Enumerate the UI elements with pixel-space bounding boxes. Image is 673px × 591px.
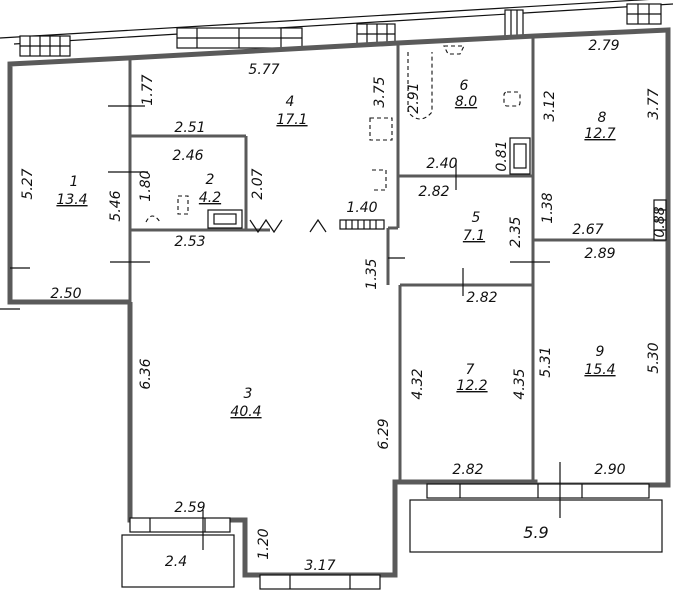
dimension-label: 3.17 bbox=[304, 558, 335, 574]
room-number: 8 bbox=[598, 110, 607, 126]
room-label-4: 4 17.1 bbox=[276, 94, 307, 128]
room-number: 7 bbox=[466, 362, 475, 378]
room-area: 12.7 bbox=[584, 126, 615, 142]
window-top-5 bbox=[626, 3, 662, 25]
room-area: 4.2 bbox=[199, 190, 221, 206]
window-top-1 bbox=[19, 35, 71, 57]
room-number: 1 bbox=[70, 174, 79, 190]
dimension-label: 5.46 bbox=[108, 190, 124, 221]
room-label-5: 5 7.1 bbox=[463, 210, 485, 244]
dimension-label: 1.20 bbox=[256, 528, 272, 559]
room-area: 8.0 bbox=[455, 94, 477, 110]
dimension-label: 1.80 bbox=[138, 170, 154, 201]
room-area: 40.4 bbox=[230, 404, 261, 420]
dimension-label: 2.82 bbox=[418, 184, 449, 200]
dimension-label: 2.40 bbox=[426, 156, 457, 172]
dimension-label: 0.88 bbox=[652, 206, 668, 237]
room-label-2: 2 4.2 bbox=[199, 172, 221, 206]
dimension-label: 4.35 bbox=[512, 368, 528, 399]
dimension-label: 2.46 bbox=[172, 148, 203, 164]
room-label-8: 8 12.7 bbox=[584, 110, 615, 142]
dimension-label: 2.91 bbox=[406, 82, 422, 113]
dimension-label: 6.36 bbox=[138, 358, 154, 389]
dimension-label: 5.77 bbox=[248, 62, 279, 78]
room-label-9: 9 15.4 bbox=[584, 344, 615, 378]
dimension-label: 4.32 bbox=[410, 368, 426, 399]
room-area: 13.4 bbox=[56, 192, 87, 208]
dimension-label: 3.75 bbox=[372, 76, 388, 107]
dimension-label: 1.35 bbox=[364, 258, 380, 289]
window-top-4 bbox=[504, 9, 524, 39]
dimension-label: 2.89 bbox=[584, 246, 615, 262]
dimension-label: 2.59 bbox=[174, 500, 205, 516]
room-number: 2 bbox=[206, 172, 215, 188]
room-label-3: 3 40.4 bbox=[230, 386, 261, 420]
room-label-6: 6 8.0 bbox=[455, 78, 477, 110]
balcony-area: 5.9 bbox=[523, 523, 548, 542]
dimension-label: 5.31 bbox=[538, 346, 554, 377]
dimension-label: 2.90 bbox=[594, 462, 625, 478]
dimension-label: 1.77 bbox=[140, 74, 156, 105]
ventilation-shafts bbox=[207, 137, 667, 241]
room-area: 15.4 bbox=[584, 362, 615, 378]
room-area: 12.2 bbox=[456, 378, 487, 394]
dimension-label: 2.79 bbox=[588, 38, 619, 54]
window-top-3 bbox=[356, 23, 396, 45]
dimension-label: 1.38 bbox=[540, 192, 556, 223]
dimension-label: 2.53 bbox=[174, 234, 205, 250]
dimension-label: 3.12 bbox=[542, 90, 558, 121]
dimensions-horizontal: 5.77 2.79 2.51 2.46 2.40 2.82 2.53 1.40 … bbox=[50, 38, 625, 574]
balcony-right bbox=[409, 483, 663, 553]
dimension-label: 2.35 bbox=[508, 216, 524, 247]
window-top-2 bbox=[176, 27, 303, 49]
dimensions-vertical: 1.77 3.75 2.91 3.12 3.77 5.27 5.46 1.80 … bbox=[20, 74, 668, 559]
room-area: 17.1 bbox=[276, 112, 307, 128]
balcony-left bbox=[121, 517, 235, 588]
room-area: 7.1 bbox=[463, 228, 485, 244]
balcony-right-label: 5.9 bbox=[523, 523, 548, 542]
dimension-label: 2.82 bbox=[452, 462, 483, 478]
dimension-label: 3.77 bbox=[646, 88, 662, 119]
plumbing-fixtures bbox=[145, 45, 521, 223]
dimension-label: 2.50 bbox=[50, 286, 81, 302]
room-number: 9 bbox=[596, 344, 605, 360]
dimension-label: 1.40 bbox=[346, 200, 377, 216]
room-label-1: 1 13.4 bbox=[56, 174, 87, 208]
facade-lines bbox=[0, 0, 673, 310]
dimension-label: 6.29 bbox=[376, 418, 392, 449]
dimension-label: 5.27 bbox=[20, 168, 36, 199]
room-number: 3 bbox=[244, 386, 253, 402]
dimension-label: 2.07 bbox=[250, 168, 266, 199]
window-bottom bbox=[259, 574, 381, 590]
dimension-label: 5.30 bbox=[646, 342, 662, 373]
dimension-label: 2.82 bbox=[466, 290, 497, 306]
dimension-label: 2.51 bbox=[174, 120, 205, 136]
dimension-label: 2.67 bbox=[572, 222, 603, 238]
room-number: 4 bbox=[286, 94, 295, 110]
room-label-7: 7 12.2 bbox=[456, 362, 487, 394]
room-number: 6 bbox=[460, 78, 469, 94]
dimension-label: 0.81 bbox=[494, 140, 510, 171]
door-markers bbox=[10, 105, 561, 550]
room-number: 5 bbox=[472, 210, 481, 226]
balcony-left-label: 2.4 bbox=[165, 554, 187, 570]
balcony-area: 2.4 bbox=[165, 554, 187, 570]
